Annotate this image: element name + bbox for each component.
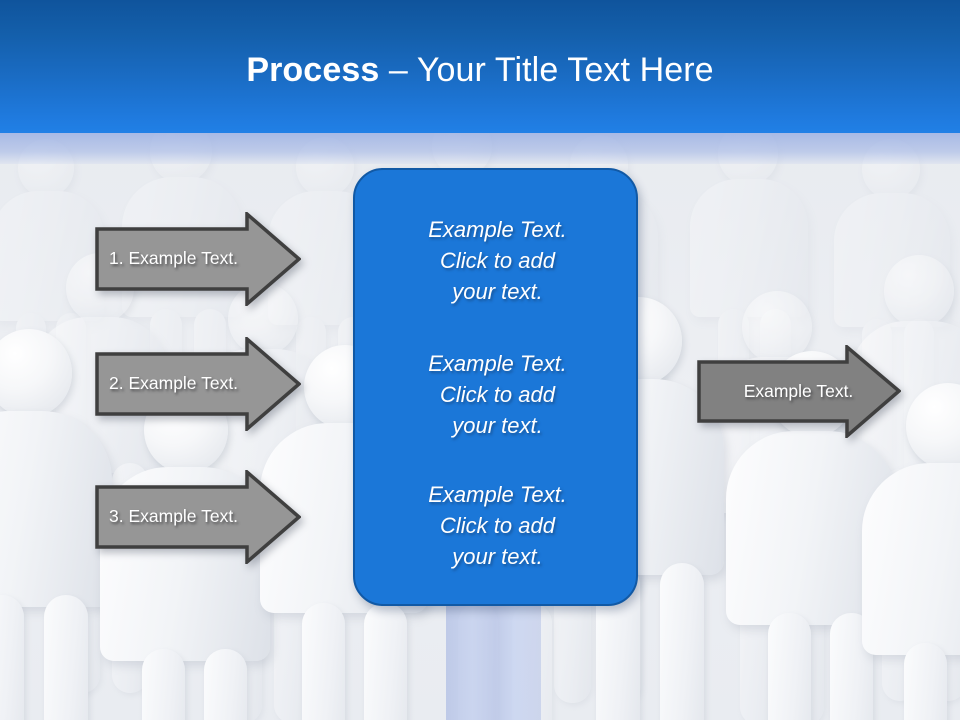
panel-text-block[interactable]: Example Text. Click to add your text. xyxy=(428,217,567,304)
result-arrow[interactable]: Example Text. xyxy=(697,345,901,438)
right-arrow-icon xyxy=(95,212,301,306)
right-arrow-icon xyxy=(697,345,901,438)
center-content-panel[interactable]: Example Text. Click to add your text. Ex… xyxy=(353,168,638,606)
page-title-light: – Your Title Text Here xyxy=(379,51,714,89)
step-arrow-1[interactable]: 1. Example Text. xyxy=(95,212,301,306)
page-title: Process – Your Title Text Here xyxy=(0,50,960,90)
right-arrow-icon xyxy=(95,337,301,431)
step-arrow-3[interactable]: 3. Example Text. xyxy=(95,470,301,564)
panel-text-block[interactable]: Example Text. Click to add your text. xyxy=(428,351,567,438)
page-title-strong: Process xyxy=(246,51,380,89)
title-banner: Process – Your Title Text Here xyxy=(0,0,960,133)
panel-text-block[interactable]: Example Text. Click to add your text. xyxy=(428,482,567,569)
right-arrow-icon xyxy=(95,470,301,564)
step-arrow-2[interactable]: 2. Example Text. xyxy=(95,337,301,431)
